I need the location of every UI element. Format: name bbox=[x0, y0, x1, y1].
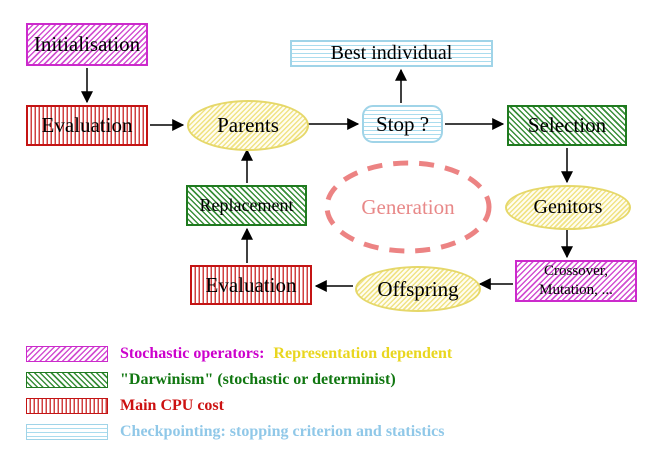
generation-loop-label: Generation bbox=[338, 194, 478, 220]
legend-label-checkpointing: Checkpointing: stopping criterion and st… bbox=[120, 423, 445, 440]
node-best-individual-label: Best individual bbox=[330, 42, 453, 64]
node-offspring: Offspring bbox=[355, 266, 481, 312]
node-genitors-label: Genitors bbox=[533, 196, 603, 218]
node-crossover-line2: Mutation, ... bbox=[539, 282, 613, 298]
legend-swatch-main-cpu-cost bbox=[26, 398, 108, 414]
node-selection: Selection bbox=[507, 105, 627, 146]
legend-swatch-checkpointing bbox=[26, 424, 108, 440]
node-offspring-label: Offspring bbox=[377, 276, 459, 301]
node-selection-label: Selection bbox=[527, 113, 607, 137]
node-evaluation-bottom: Evaluation bbox=[190, 265, 312, 305]
node-replacement-label: Replacement bbox=[199, 195, 294, 215]
legend-label-darwinism: "Darwinism" (stochastic or determinist) bbox=[120, 371, 396, 388]
legend-label-main-cpu-cost: Main CPU cost bbox=[120, 397, 224, 414]
legend-item-main-cpu-cost: Main CPU cost bbox=[26, 394, 224, 418]
node-genitors: Genitors bbox=[505, 185, 631, 230]
node-stop-label: Stop ? bbox=[375, 111, 430, 136]
node-replacement: Replacement bbox=[186, 185, 307, 226]
node-initialisation-label: Initialisation bbox=[33, 32, 141, 56]
legend-swatch-darwinism bbox=[26, 372, 108, 388]
legend-item-checkpointing: Checkpointing: stopping criterion and st… bbox=[26, 420, 444, 444]
legend-label-stochastic-operators: Stochastic operators: bbox=[120, 345, 265, 362]
legend-item-darwinism: "Darwinism" (stochastic or determinist) bbox=[26, 368, 396, 392]
node-initialisation: Initialisation bbox=[26, 23, 148, 66]
legend-swatch-stochastic-operators bbox=[26, 346, 108, 362]
node-parents: Parents bbox=[187, 100, 309, 151]
node-evaluation-bottom-label: Evaluation bbox=[205, 272, 297, 297]
node-parents-label: Parents bbox=[217, 113, 279, 137]
legend-label-representation-dependent: Representation dependent bbox=[273, 345, 453, 362]
node-crossover-mutation: Crossover, Mutation, ... bbox=[515, 260, 637, 302]
node-crossover-line1: Crossover, bbox=[544, 263, 608, 280]
generation-loop-text: Generation bbox=[361, 194, 455, 219]
node-stop-test: Stop ? bbox=[362, 105, 443, 143]
node-evaluation-top-label: Evaluation bbox=[41, 113, 133, 137]
legend-item-stochastic-operators: Stochastic operators: Representation dep… bbox=[26, 342, 452, 366]
node-evaluation-top: Evaluation bbox=[26, 105, 148, 146]
node-best-individual: Best individual bbox=[290, 40, 493, 67]
